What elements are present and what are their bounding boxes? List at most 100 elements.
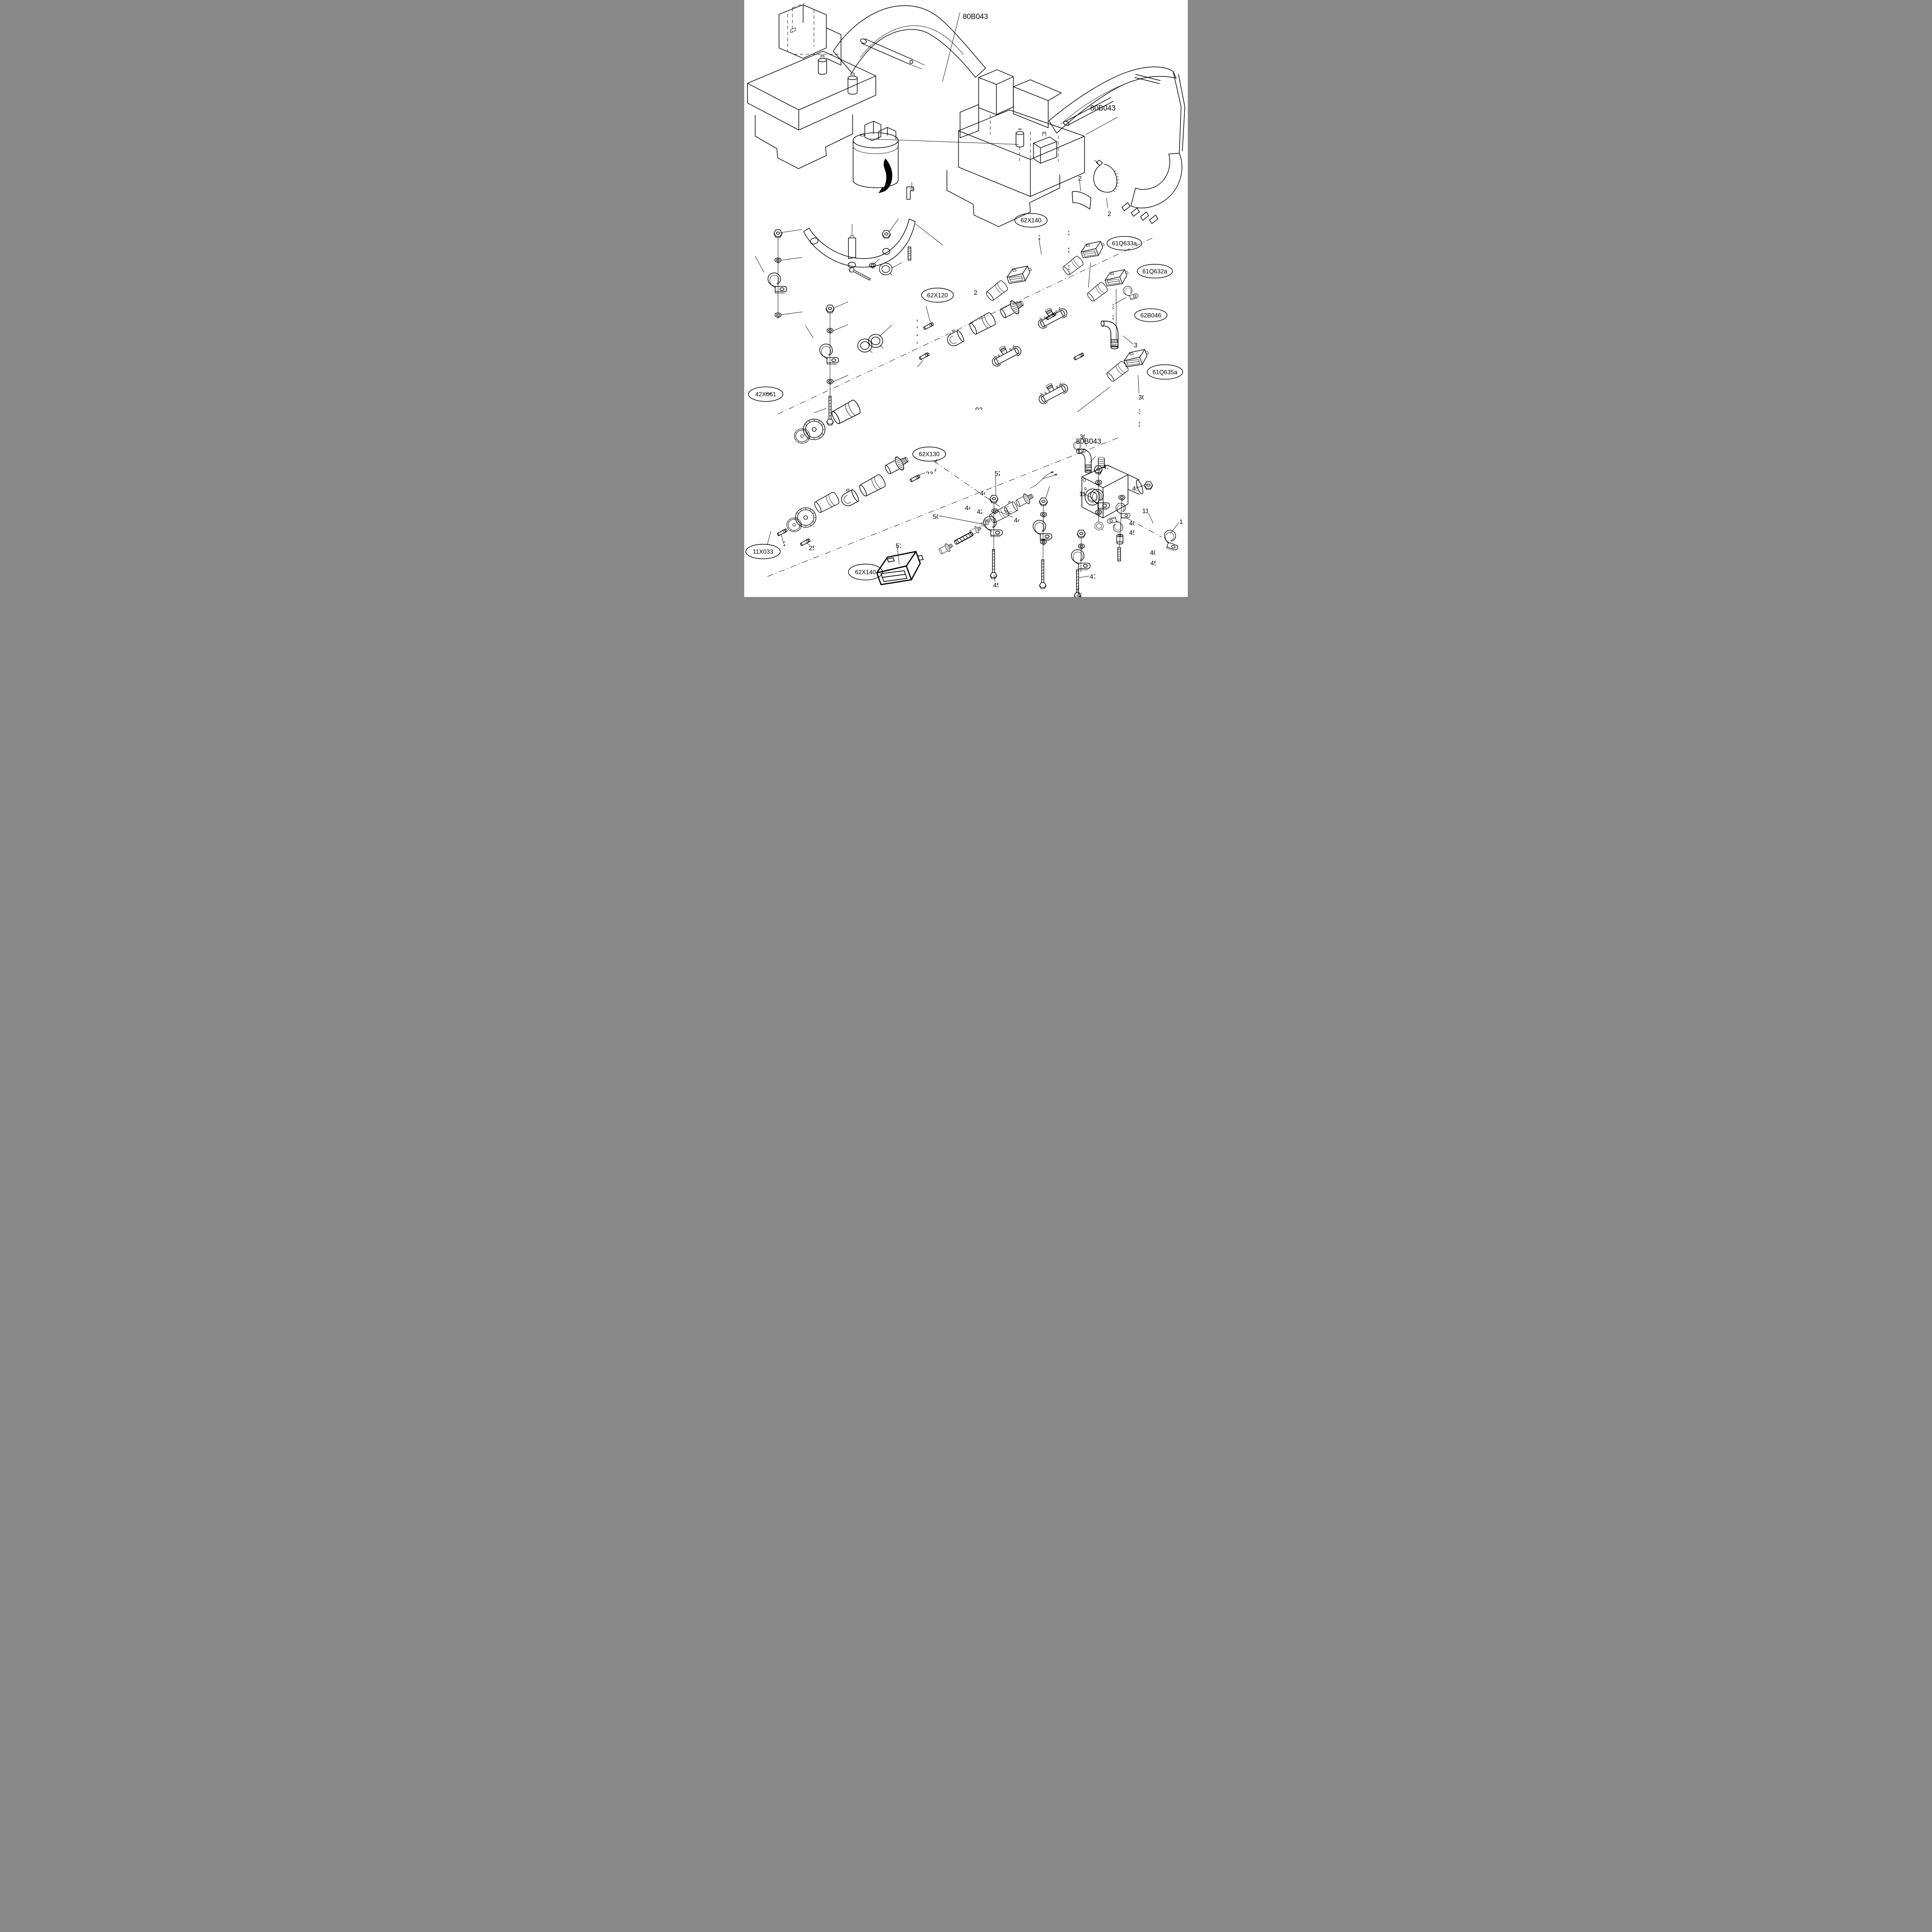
item-number: 1: [1179, 518, 1183, 526]
boot-sleeve: [857, 473, 887, 498]
pin: [1073, 352, 1085, 361]
pin: [923, 321, 934, 331]
item-number: 3: [1134, 342, 1138, 349]
knurled-nut: [968, 524, 983, 537]
connector-62X140-mid: [985, 263, 1035, 303]
pump-cylinder-large: [847, 73, 858, 95]
item-number-clipped: 42: [977, 509, 982, 515]
svg-text:62X140: 62X140: [1020, 218, 1041, 224]
diagram-canvas: 80B043 80B043 80B043 62X140 61Q633a 61Q6…: [745, 3, 1185, 597]
item-number-clipped: 30: [1080, 434, 1085, 440]
item-number-clipped: 23: [926, 471, 933, 474]
svg-text:42X061: 42X061: [755, 391, 776, 398]
item-number-clipped: 22: [765, 392, 772, 394]
tag-sheet: [1071, 191, 1092, 209]
item-number-clipped: 45: [1150, 560, 1156, 566]
clamp-housing: [944, 327, 965, 349]
pump-cylinder-small: [818, 54, 827, 75]
item-number-clipped: 11: [1142, 508, 1148, 514]
bolt-washer-grommet-row: [848, 263, 893, 282]
item-number-clipped: 02: [975, 406, 983, 410]
callout-62X140-mid: 62X140: [1014, 213, 1048, 228]
elbow-fitting: [1100, 320, 1119, 349]
tee-fitting: [1033, 301, 1069, 330]
item-number-clipped: 44: [980, 490, 985, 497]
item-number-clipped: 3: [1138, 408, 1140, 415]
clamp-fitting: [1122, 284, 1139, 302]
item-number-clipped: 3: [1138, 421, 1140, 428]
callout-62X130: 62X130: [912, 446, 946, 462]
item-number-clipped: 50: [933, 514, 938, 520]
pin: [909, 474, 921, 483]
item-number-clipped: 40: [1129, 520, 1134, 527]
item-number-clipped: 41: [1103, 464, 1108, 470]
item-number-clipped: 4: [934, 467, 936, 473]
clamp-stack-e: [1107, 495, 1130, 562]
clamp-stack-c: [1071, 529, 1091, 597]
hex-nut: [882, 230, 891, 239]
pin: [918, 352, 930, 361]
bucket: [1121, 153, 1182, 224]
knurled-connector: [883, 452, 912, 477]
excavator-left-drawing: [747, 3, 986, 169]
svg-text:62B046: 62B046: [1140, 312, 1161, 319]
item-number-clipped: 45: [1129, 529, 1134, 536]
item-number-clipped: 3: [1112, 314, 1114, 321]
parts-diagram-page: 80B043 80B043 80B043 62X140 61Q633a 61Q6…: [744, 0, 1188, 597]
grommet-pair: [857, 334, 883, 353]
item-number-clipped: 4: [917, 323, 918, 330]
svg-text:61Q633a: 61Q633a: [1112, 240, 1137, 247]
hex-nut: [1144, 481, 1153, 490]
assembly-ref-label: 80B043: [1090, 104, 1116, 112]
connector-61Q635a: [1105, 346, 1152, 383]
item-number-clipped: 30: [1138, 394, 1144, 401]
connector-61Q632a: [1086, 266, 1131, 303]
arc-bracket-drawing: [803, 182, 943, 268]
item-number-clipped: 2: [1038, 234, 1040, 241]
item-number-clipped: 40: [1150, 549, 1155, 556]
clamp-stack-b: [1032, 497, 1053, 589]
clamp-stack-d: [1090, 465, 1110, 531]
item-number-clipped: 52: [995, 470, 1000, 477]
connector-62X140-bottom: [872, 545, 929, 591]
callout-62X120: 62X120: [921, 287, 954, 303]
svg-text:62X120: 62X120: [927, 292, 948, 299]
connector-42X061-lower: [786, 491, 841, 532]
item-number-clipped: 43: [1077, 592, 1082, 597]
svg-text:11X033: 11X033: [753, 549, 773, 555]
callout-62B046: 62B046: [1134, 308, 1168, 322]
item-number-clipped: 45: [993, 582, 998, 588]
svg-text:62X130: 62X130: [919, 451, 940, 458]
knurled-connector: [937, 541, 955, 556]
item-number-clipped: 51: [896, 543, 901, 549]
item-number: 2: [974, 289, 978, 296]
item-number-clipped: 3: [1112, 303, 1114, 310]
item-number-clipped: 3: [1068, 230, 1070, 236]
svg-text:61Q635a: 61Q635a: [1153, 369, 1177, 376]
item-number-clipped: 3: [1068, 247, 1070, 253]
pump-valve-assembly: [1015, 128, 1057, 164]
item-number-clipped: 44: [1014, 517, 1019, 524]
clamp-stack-a: [983, 495, 1003, 579]
boot-sleeve: [968, 311, 997, 336]
callout-61Q635a: 61Q635a: [1147, 364, 1183, 380]
item-number-clipped: 4: [917, 332, 918, 338]
pin: [776, 528, 788, 537]
knurled-connector: [1014, 490, 1036, 509]
item-number-clipped: 25: [809, 545, 814, 551]
clamp-stack-1: [767, 229, 787, 319]
threaded-stud: [908, 246, 912, 261]
wire-leads: [1030, 471, 1057, 488]
tee-fitting: [1034, 377, 1070, 406]
callout-11X033: 11X033: [745, 531, 781, 559]
cable-tie: [1093, 160, 1119, 193]
item-number-clipped: 44: [965, 505, 970, 511]
item-number: 2: [1078, 175, 1082, 182]
callout-62X140-bottom: 62X140: [848, 563, 883, 580]
assembly-ref-label: 80B043: [1076, 437, 1102, 446]
item-number-clipped: 4: [917, 339, 918, 345]
clamp-stack-2: [819, 304, 839, 426]
item-number-clipped: 41: [1132, 485, 1138, 492]
accumulator-cylinder-drawing: [852, 121, 1019, 194]
svg-text:61Q632a: 61Q632a: [1143, 268, 1167, 275]
